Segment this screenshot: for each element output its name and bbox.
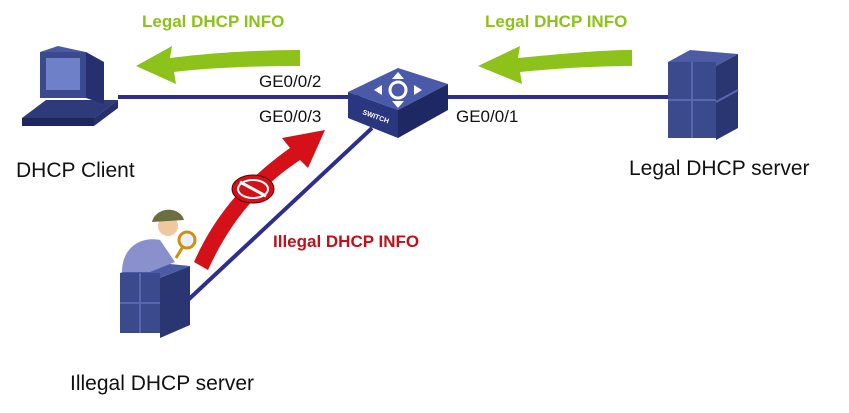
forbidden-icon [231, 174, 275, 204]
illegal-dhcp-server-label: Illegal DHCP server [70, 372, 255, 395]
legal-flow-label-left: Legal DHCP INFO [142, 12, 285, 31]
spy-server-icon [120, 209, 197, 338]
link-illegal-server-switch [186, 126, 374, 302]
port-label-ge002: GE0/0/2 [259, 72, 322, 91]
illegal-flow-label: Illegal DHCP INFO [273, 232, 420, 251]
port-label-ge003: GE0/0/3 [259, 107, 322, 126]
port-label-ge001: GE0/0/1 [456, 107, 519, 126]
legal-flow-arrow-right [478, 46, 632, 84]
legal-flow-label-right: Legal DHCP INFO [485, 12, 628, 31]
server-icon [668, 50, 739, 140]
legal-dhcp-server-label: Legal DHCP server [629, 157, 810, 180]
illegal-flow-arrow [194, 130, 325, 270]
computer-icon [22, 46, 118, 126]
switch-icon: SWITCH [348, 68, 448, 138]
dhcp-client-label: DHCP Client [16, 159, 135, 182]
legal-flow-arrow-left [136, 46, 300, 84]
